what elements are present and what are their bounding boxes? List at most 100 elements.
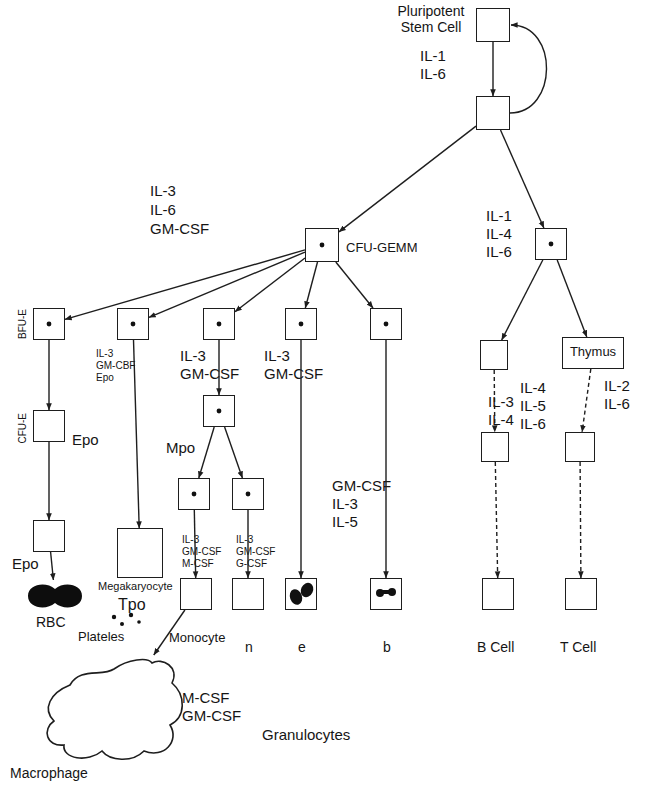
cell-box: BFU-E <box>33 308 65 340</box>
cytokine-label: IL-5 <box>332 514 358 531</box>
cell-name: Thymus <box>563 345 623 360</box>
cell-name: T Cell <box>560 639 596 655</box>
cell-box: Pluripotent Stem Cell <box>476 8 510 42</box>
cytokine-label: IL-3 <box>488 394 514 411</box>
cytokine-label: GM-CSF <box>332 478 391 495</box>
nucleus-lobe <box>298 581 315 600</box>
cell-box <box>535 228 567 260</box>
nucleus-dot <box>299 322 304 327</box>
nucleus-dot <box>384 322 389 327</box>
cytokine-label: Epo <box>12 556 39 573</box>
nucleus-dot <box>246 492 251 497</box>
cell-label: Plateles <box>78 630 124 644</box>
nucleus-dot <box>217 409 222 414</box>
cell-box <box>565 432 595 462</box>
cell-box: Monocyte <box>180 578 212 610</box>
cytokine-label: IL-3 <box>180 348 206 365</box>
cell-box: e <box>285 578 317 610</box>
nucleus-dot <box>320 243 325 248</box>
cytokine-label: IL-6 <box>420 66 446 83</box>
cell-box: n <box>232 578 264 610</box>
cytokine-label: IL-4 <box>520 380 546 397</box>
cell-box <box>476 96 510 130</box>
nucleus-bridge <box>380 590 392 594</box>
cell-box: Megakaryocyte <box>117 528 163 578</box>
cytokine-label: IL-5 <box>520 398 546 415</box>
cytokine-label: IL-6 <box>520 416 546 433</box>
cell-box: CFU-GEMM <box>305 228 339 262</box>
cytokine-label: IL-3 <box>332 496 358 513</box>
cell-box: CFU-E <box>33 410 65 442</box>
nucleus-dot <box>47 322 52 327</box>
nucleus-lobe <box>388 588 396 596</box>
eosinophil-nucleus <box>288 581 316 607</box>
nucleus-dots <box>47 242 554 497</box>
lineage-arrow <box>339 126 476 232</box>
lineage-arrow <box>385 340 386 578</box>
cell-name: e <box>286 639 318 655</box>
nucleus-dot <box>549 242 554 247</box>
cell-name: b <box>371 639 403 655</box>
cell-box <box>285 308 317 340</box>
platelet <box>137 620 141 624</box>
cell-box <box>481 432 509 462</box>
cytokine-label: GM-CSF <box>180 366 239 383</box>
nucleus-dot <box>217 322 222 327</box>
cytokine-label: Tpo <box>118 596 146 614</box>
lineage-arrow <box>582 369 591 432</box>
lineage-arrow <box>199 427 214 478</box>
cell-outline-path <box>47 660 182 760</box>
cell-name: Pluripotent Stem Cell <box>391 3 471 35</box>
cytokine-label: IL-6 <box>150 202 176 219</box>
lineage-arrow <box>502 260 543 340</box>
lineage-arrow <box>225 427 243 478</box>
cell-name: n <box>233 639 265 655</box>
platelet <box>120 622 124 626</box>
lineage-arrow <box>336 262 373 308</box>
basophil-nucleus <box>376 588 396 597</box>
cytokine-label: IL-1 <box>420 48 446 65</box>
cell-outline <box>40 655 190 767</box>
cytokine-label: IL-4 <box>488 412 514 429</box>
lineage-arrow <box>235 258 305 312</box>
platelet-dots <box>112 613 141 626</box>
cytokine-label: M-CSF <box>182 558 214 569</box>
lineage-arrow <box>495 462 497 578</box>
cytokine-label: IL-6 <box>486 244 512 261</box>
cell-box <box>232 478 264 510</box>
cell-box <box>370 308 402 340</box>
cytokine-label: IL-3 <box>150 183 176 200</box>
lineage-arrow <box>48 442 49 520</box>
cytokine-label: IL-3 <box>96 348 113 359</box>
lineage-arrow <box>492 42 493 96</box>
cell-name: Macrophage <box>10 765 88 781</box>
cytokine-label: IL-4 <box>486 226 512 243</box>
cytokine-label: Mpo <box>166 440 195 457</box>
cell-outline <box>24 580 86 612</box>
cell-outline-path <box>28 585 82 608</box>
cell-name: CFU-GEMM <box>346 241 418 256</box>
cytokine-label: IL-2 <box>604 378 630 395</box>
cell-name: Monocyte <box>169 631 225 646</box>
cell-name: RBC <box>36 614 66 630</box>
cell-box <box>203 308 235 340</box>
cell-box <box>117 308 149 340</box>
nucleus-dot <box>192 492 197 497</box>
cytokine-label: GM-CBF <box>96 360 135 371</box>
cytokine-label: IL-1 <box>486 208 512 225</box>
cell-box: b <box>370 578 402 610</box>
cell-label: Granulocytes <box>262 727 350 744</box>
cytokine-label: GM-CSF <box>182 708 241 725</box>
cell-name: BFU-E <box>17 309 29 339</box>
cell-box <box>33 520 65 552</box>
cell-box: B Cell <box>482 578 514 610</box>
cytokine-label: GM-CSF <box>236 546 275 557</box>
cytokine-label: IL-3 <box>236 534 253 545</box>
lineage-arrow <box>51 552 54 580</box>
cell-name: CFU-E <box>17 413 29 444</box>
cytokine-label: Epo <box>72 432 99 449</box>
lineage-arrow <box>510 25 547 113</box>
cytokine-label: IL-6 <box>604 396 630 413</box>
